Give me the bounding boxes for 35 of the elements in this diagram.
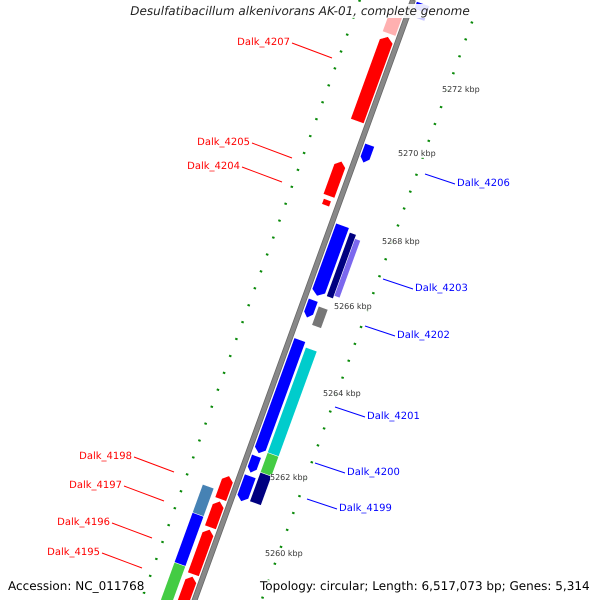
leader-line — [134, 456, 174, 472]
scale-label: 5262 kbp — [270, 474, 308, 482]
gene-label: Dalk_4195 — [47, 548, 100, 558]
scale-label: 5264 kbp — [323, 390, 361, 398]
leader-line — [424, 174, 456, 184]
leader-line — [252, 142, 292, 158]
gene-label: Dalk_4202 — [397, 331, 450, 341]
gene-label: Dalk_4203 — [415, 284, 468, 294]
leader-line — [382, 278, 414, 290]
gene-label: Dalk_4197 — [69, 481, 122, 491]
leader-line — [306, 498, 338, 510]
leader-line — [314, 462, 346, 474]
info-text: Topology: circular; Length: 6,517,073 bp; Genes: 5,314 — [260, 580, 590, 592]
gene-label: Dalk_4204 — [187, 162, 240, 172]
gene-label: Dalk_4206 — [457, 179, 510, 189]
gene-label: Dalk_4205 — [197, 138, 250, 148]
info-text: Accession: NC_011768 — [8, 580, 144, 592]
scale-label: 5260 kbp — [265, 550, 303, 558]
gene-label: Dalk_4196 — [57, 518, 110, 528]
gene-label: Dalk_4198 — [79, 452, 132, 462]
leader-line — [112, 522, 152, 538]
leader-line — [124, 486, 164, 502]
leader-line — [292, 42, 332, 58]
scale-label: 5270 kbp — [398, 150, 436, 158]
scale-label: 5266 kbp — [334, 303, 372, 311]
scale-label: 5268 kbp — [382, 238, 420, 246]
gene-label: Dalk_4200 — [347, 468, 400, 478]
scale-label: 5272 kbp — [442, 86, 480, 94]
leader-line — [334, 406, 366, 418]
leader-line — [242, 166, 282, 182]
leader-line — [364, 326, 396, 336]
gene-label: Dalk_4207 — [237, 38, 290, 48]
gene-label: Dalk_4199 — [339, 504, 392, 514]
gene-label: Dalk_4201 — [367, 412, 420, 422]
leader-line — [102, 552, 142, 568]
